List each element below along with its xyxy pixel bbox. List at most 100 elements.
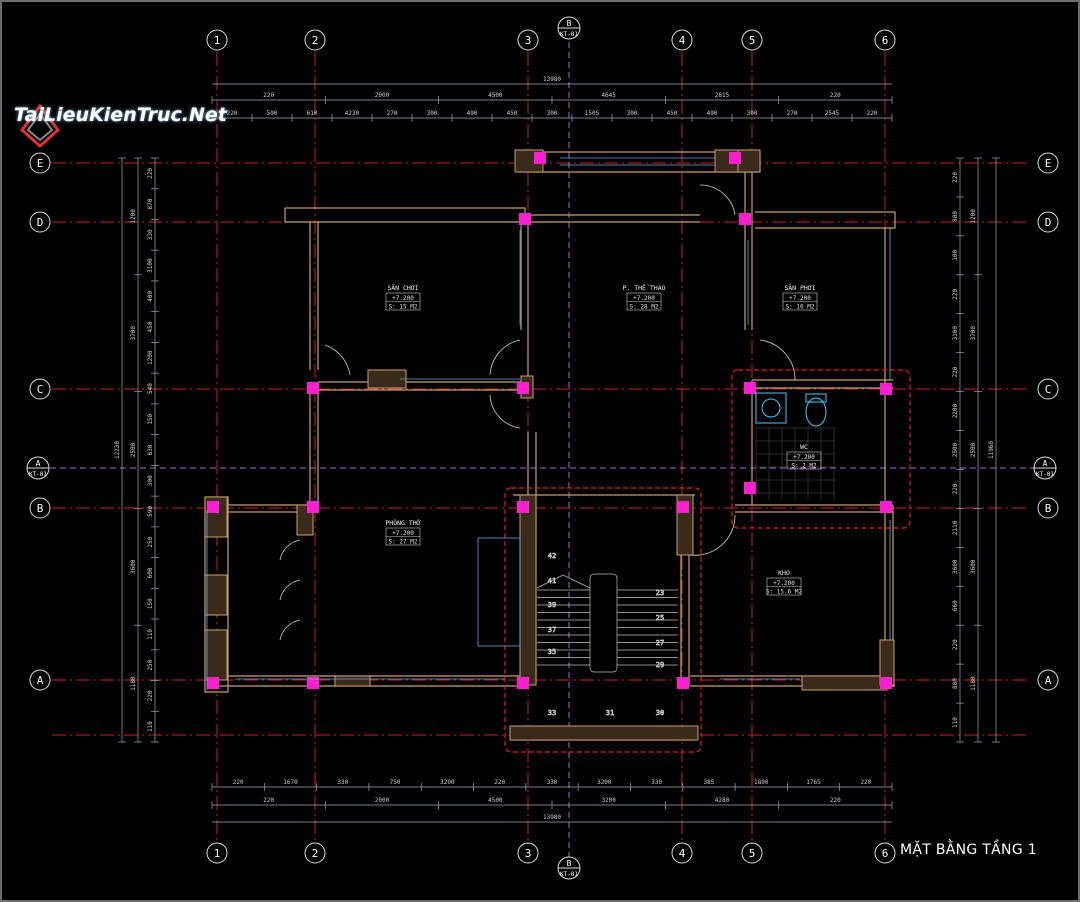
column [207,677,219,689]
room-area: S: 15.6 M2 [766,589,803,596]
grid-bubble-label: 6 [882,34,889,47]
door-swing [279,579,301,601]
dim-value: 13980 [543,814,561,821]
dim-value: 110 [952,717,959,728]
dim-value: 1800 [754,779,769,786]
highlight-regions [504,369,911,753]
door-swing [279,619,301,641]
grid-bubble-label: 3 [525,34,532,47]
dim-value: 2500 [130,442,137,457]
grid-bubble-label: 5 [749,34,756,47]
stair-landing-arrow [536,574,591,589]
dim-value: 300 [147,475,154,486]
column [519,213,531,225]
column [880,501,892,513]
dim-value: 660 [952,600,959,611]
dim-value: 3100 [952,326,959,341]
highlight-wc [731,369,911,529]
grid-bubble-label: B [37,502,44,515]
grid-bubble-col-2 [304,842,326,864]
room-area: S: 27 M2 [389,539,418,546]
dim-value: 3200 [601,797,616,804]
toilet-icon [805,397,827,427]
section-marker-bottom: BKT-01 [557,856,581,880]
grid-bubble-row-B [1037,497,1059,519]
stair-step-number: 42 [548,552,556,560]
section-marker-sheet: KT-01 [29,471,47,478]
dim-value: 330 [337,779,348,786]
section-marker-letter: B [567,859,572,868]
grid-bubble-label: E [37,157,44,170]
dim-value: 11960 [988,441,995,459]
dim-value: 220 [830,797,841,804]
grid-bubble-col-4 [671,842,693,864]
grid-bubble-label: D [37,216,44,229]
grid-bubble-label: A [1045,674,1052,687]
grid-bubble-label: C [1045,383,1052,396]
dim-value: 300 [547,110,558,117]
dim-value: 600 [147,567,154,578]
stair-step-number: 39 [548,601,556,609]
stair-step-number: 31 [606,709,614,717]
grid-bubble-label: 1 [214,847,221,860]
stair-step-number: 33 [548,709,556,717]
door-swing [279,539,301,561]
dim-value: 4230 [345,110,360,117]
column [677,501,689,513]
dim-value: 3100 [147,258,154,273]
stair-step-number: 37 [548,626,556,634]
highlight-stair [504,487,702,753]
section-marker-top: BKT-01 [557,16,581,40]
dim-value: 610 [307,110,318,117]
column [307,677,319,689]
column [517,501,529,513]
dim-value: 1200 [130,209,137,224]
hatched-walls [204,149,895,741]
dim-left-inner: 2208703303100400450120054015063030059025… [147,157,159,743]
dim-value: 220 [147,690,154,701]
dim-value: 330 [651,779,662,786]
dim-value: 2500 [970,442,977,457]
stair-step-number: 35 [548,648,556,656]
wall-segment [755,211,896,229]
dim-value: 2000 [375,797,390,804]
dim-value: 1765 [806,779,821,786]
dim-value: 3200 [597,779,612,786]
room-area: S: 15 M2 [389,304,418,311]
dim-value: 220 [952,366,959,377]
room-level: +7.200 [633,295,655,302]
grid-bubble-col-2 [304,29,326,51]
column [517,677,529,689]
dim-value: 400 [147,291,154,302]
grid-bubble-col-1 [206,842,228,864]
watermark-logo-icon [14,100,66,152]
dim-value: 150 [147,598,154,609]
stair-step-number: 41 [548,577,556,585]
stair-step-number: 29 [656,661,664,669]
stair-well [589,573,618,673]
section-marker-letter: B [567,19,572,28]
hatched-wall-block [204,574,228,616]
grid-bubble-col-3 [517,29,539,51]
grid-bubble-col-6 [874,29,896,51]
grid-bubble-label: 2 [312,34,319,47]
dim-value: 880 [952,678,959,689]
room-level: +7.200 [773,580,795,587]
drawing-title: MẶT BẰNG TẦNG 1 [900,842,1037,858]
dim-value: 450 [507,110,518,117]
dim-value: 3200 [440,779,455,786]
grid-bubble-row-E [29,152,51,174]
room-area: S: 2 M2 [791,463,817,470]
column [207,501,219,513]
